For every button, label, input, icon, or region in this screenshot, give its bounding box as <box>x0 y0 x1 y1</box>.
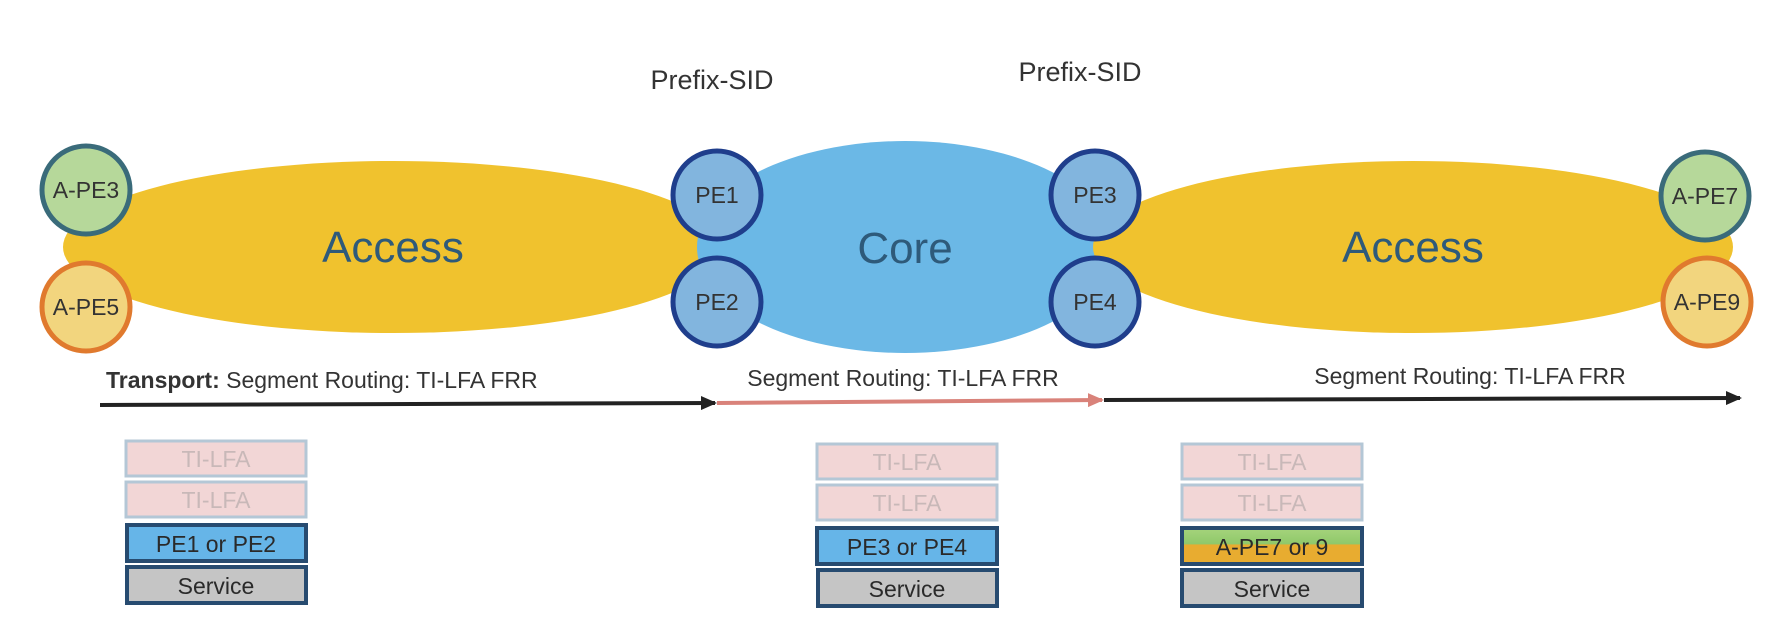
label-stack-1: TI-LFA TI-LFA PE1 or PE2 Service <box>124 439 308 605</box>
stack-1-layer-pe <box>125 523 308 563</box>
stack-1-layer-tilfa-2 <box>124 480 308 519</box>
access-left-label: Access <box>322 223 464 272</box>
stack-1-layer-tilfa-1 <box>124 439 308 478</box>
stack-2-layer-pe <box>815 526 999 566</box>
stack-2-layer-3-text: PE3 or PE4 <box>847 534 967 560</box>
stack-2-layer-1-text: TI-LFA <box>872 449 942 475</box>
stack-2-layer-4-text: Service <box>869 576 946 602</box>
node-pe2-label: PE2 <box>695 289 738 315</box>
stack-1-layer-4-text: Service <box>178 573 255 599</box>
stack-1-layer-3-text: PE1 or PE2 <box>156 531 276 557</box>
stack-3-layer-service <box>1180 568 1364 608</box>
prefix-sid-right-label: Prefix-SID <box>1018 57 1141 87</box>
transport-label: Transport: <box>106 367 220 393</box>
node-a-pe5-label: A-PE5 <box>53 294 119 320</box>
segment-left-text: Segment Routing: TI-LFA FRR <box>220 367 538 393</box>
access-right-label: Access <box>1342 223 1484 272</box>
node-a-pe3[interactable]: A-PE3 <box>39 143 133 237</box>
stack-2-layer-2-text: TI-LFA <box>872 490 942 516</box>
node-pe4[interactable]: PE4 <box>1048 255 1142 349</box>
stack-2-layer-service <box>816 568 999 608</box>
node-a-pe7-label: A-PE7 <box>1672 183 1738 209</box>
stack-1-layer-2-text: TI-LFA <box>181 487 251 513</box>
label-stack-2: TI-LFA TI-LFA PE3 or PE4 Service <box>815 442 999 608</box>
node-a-pe5[interactable]: A-PE5 <box>39 260 133 354</box>
node-pe1-label: PE1 <box>695 182 738 208</box>
node-pe3[interactable]: PE3 <box>1048 148 1142 242</box>
stack-3-layer-2-text: TI-LFA <box>1237 490 1307 516</box>
core-label: Core <box>857 224 952 273</box>
segment-left-label: Transport: Segment Routing: TI-LFA FRR <box>106 367 538 393</box>
segment-right-arrow <box>1103 391 1742 406</box>
node-pe1[interactable]: PE1 <box>670 148 764 242</box>
stack-1-layer-service <box>125 565 308 605</box>
node-pe4-label: PE4 <box>1073 289 1117 315</box>
segment-middle-label: Segment Routing: TI-LFA FRR <box>747 365 1059 391</box>
segment-left-arrow <box>99 396 717 411</box>
node-a-pe9[interactable]: A-PE9 <box>1660 255 1754 349</box>
access-domain-right <box>1093 161 1733 333</box>
stack-2-layer-tilfa-1 <box>815 442 999 481</box>
node-a-pe7[interactable]: A-PE7 <box>1658 149 1752 243</box>
stack-3-layer-4-text: Service <box>1234 576 1311 602</box>
stack-3-layer-ape <box>1180 526 1364 566</box>
stack-3-layer-3-text: A-PE7 or 9 <box>1216 534 1329 560</box>
segment-middle-arrow <box>716 393 1104 408</box>
core-domain <box>697 141 1113 353</box>
node-a-pe9-label: A-PE9 <box>1674 289 1740 315</box>
stack-3-layer-1-text: TI-LFA <box>1237 449 1307 475</box>
access-domain-left <box>63 161 723 333</box>
node-pe2[interactable]: PE2 <box>670 255 764 349</box>
stack-2-layer-tilfa-2 <box>815 483 999 522</box>
segment-right-label: Segment Routing: TI-LFA FRR <box>1314 363 1626 389</box>
prefix-sid-left-label: Prefix-SID <box>650 65 773 95</box>
label-stack-3: TI-LFA TI-LFA A-PE7 or 9 Service <box>1180 442 1364 608</box>
stack-3-layer-tilfa-1 <box>1180 442 1364 481</box>
stack-1-layer-1-text: TI-LFA <box>181 446 251 472</box>
node-a-pe3-label: A-PE3 <box>53 177 119 203</box>
node-pe3-label: PE3 <box>1073 182 1116 208</box>
stack-3-layer-tilfa-2 <box>1180 483 1364 522</box>
